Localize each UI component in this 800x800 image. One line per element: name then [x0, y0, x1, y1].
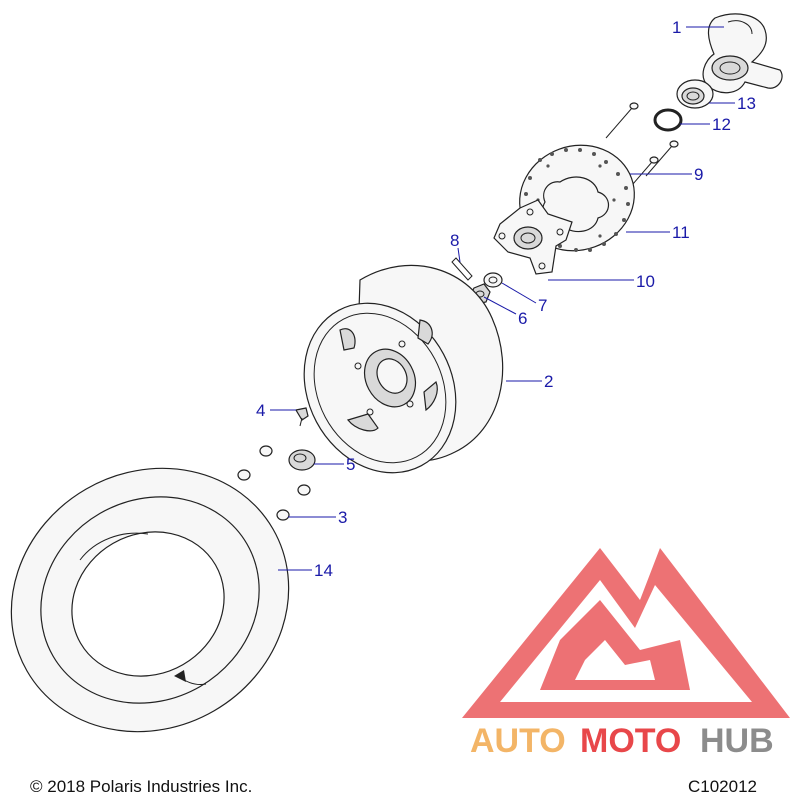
part-cotter-pin: [451, 257, 473, 281]
part-center-cap: [288, 449, 316, 471]
part-tire: [10, 467, 290, 733]
callout-11: 11: [672, 223, 690, 242]
leader-lines: [270, 26, 735, 571]
callout-1: 1: [672, 18, 681, 37]
callout-12: 12: [712, 115, 731, 134]
part-snap-ring: [653, 108, 683, 132]
part-lug-nuts: [237, 445, 311, 521]
callout-14: 14: [314, 561, 333, 580]
callout-3: 3: [338, 508, 347, 527]
watermark-text-hub: HUB: [700, 722, 774, 760]
part-hub: [493, 199, 573, 275]
callout-2: 2: [544, 372, 553, 391]
callout-7: 7: [538, 296, 547, 315]
callout-6: 6: [518, 309, 527, 328]
watermark-logo: [462, 548, 790, 718]
figure-code: C102012: [688, 777, 757, 796]
part-washer: [483, 272, 503, 288]
callout-13: 13: [737, 94, 756, 113]
part-bolts: [605, 102, 679, 193]
callout-5: 5: [346, 455, 355, 474]
callout-9: 9: [694, 165, 703, 184]
part-valve-stem: [295, 407, 309, 427]
callout-10: 10: [636, 272, 655, 291]
part-bearing: [676, 79, 714, 109]
callout-4: 4: [256, 401, 265, 420]
part-wheel-rim: [303, 264, 504, 474]
callout-8: 8: [450, 231, 459, 250]
copyright-text: © 2018 Polaris Industries Inc.: [30, 777, 252, 796]
watermark-text-auto: AUTO: [470, 722, 566, 760]
watermark-text-moto: MOTO: [580, 722, 681, 760]
part-knuckle: [702, 13, 783, 94]
